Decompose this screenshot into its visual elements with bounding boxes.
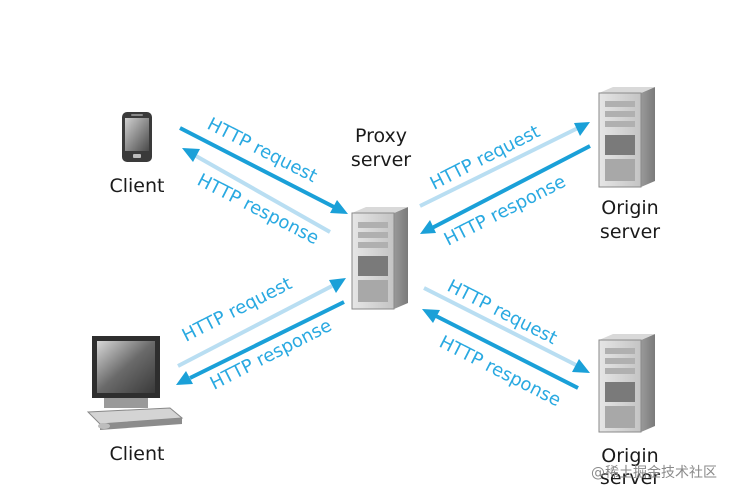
label-top-right-response: HTTP response bbox=[441, 171, 570, 250]
origin-server-bottom-icon bbox=[598, 334, 655, 433]
label-bottom-right-request: HTTP request bbox=[444, 276, 561, 349]
proxy-label-line2: server bbox=[350, 149, 412, 171]
arrow-bottom-left-request bbox=[177, 278, 346, 368]
origin-top-label-line2: server bbox=[599, 221, 661, 243]
origin-bottom-label-line1: Origin bbox=[601, 445, 659, 467]
arrow-top-right-request bbox=[419, 122, 590, 208]
origin-bottom-label-line2: server bbox=[599, 467, 661, 489]
client-bottom-label: Client bbox=[109, 443, 165, 465]
arrow-bottom-left-response bbox=[176, 300, 345, 385]
desktop-computer-icon bbox=[86, 336, 184, 430]
client-top-label: Client bbox=[109, 175, 165, 197]
arrow-top-right-response bbox=[420, 144, 591, 234]
watermark: @稀土掘金技术社区 bbox=[591, 465, 717, 481]
proxy-label-line1: Proxy bbox=[354, 125, 408, 147]
arrow-bottom-right-request bbox=[423, 286, 590, 373]
smartphone-icon bbox=[122, 112, 152, 162]
proxy-server-icon bbox=[351, 207, 408, 310]
arrow-top-left-request bbox=[179, 126, 348, 214]
origin-top-label-line1: Origin bbox=[601, 197, 659, 219]
arrow-bottom-right-response bbox=[422, 309, 579, 390]
label-top-right-request: HTTP request bbox=[427, 121, 544, 194]
origin-server-top-icon bbox=[598, 87, 655, 188]
arrow-top-left-response bbox=[182, 148, 331, 234]
